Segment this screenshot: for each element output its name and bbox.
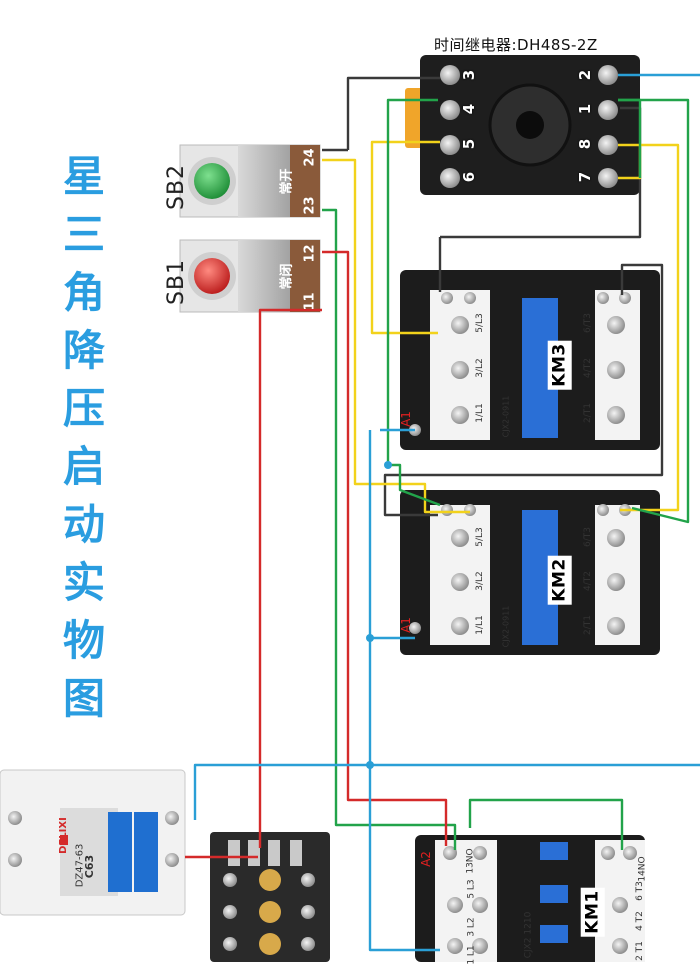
green-wire xyxy=(618,98,642,178)
title-char: 星 xyxy=(62,152,105,201)
km3-mark-t1: 2/T1 xyxy=(582,403,593,423)
km3-coil-a1: A1 xyxy=(398,411,413,427)
km2-mark-l2: 3/L2 xyxy=(474,571,485,591)
title-char: 角 xyxy=(62,268,105,317)
contactor-km3 xyxy=(400,270,660,450)
km1-coil-a2: A2 xyxy=(418,851,433,867)
green-wire xyxy=(468,798,624,850)
km3-mark-t2: 4/T2 xyxy=(582,358,593,378)
relay-terminal-4: 4 xyxy=(460,103,479,115)
km3-mark-l2: 3/L2 xyxy=(474,358,485,378)
relay-terminal-7: 7 xyxy=(576,171,595,183)
km1-mark-l3: 5 L3 xyxy=(466,879,477,899)
relay-title: 时间继电器:DH48S-2Z xyxy=(434,36,598,54)
button-sb2 xyxy=(179,144,321,218)
km1-mark-t1: 2 T1 xyxy=(634,941,645,961)
km2-label: KM2 xyxy=(547,555,572,605)
sb2-terminal-23: 23 xyxy=(302,196,318,215)
green-wire xyxy=(618,98,690,524)
km1-model: CJX2 1210 xyxy=(523,911,534,959)
km2-coil-a1: A1 xyxy=(398,617,413,633)
km2-mark-t1: 2/T1 xyxy=(582,615,593,635)
title-char: 实 xyxy=(62,558,105,607)
sb2-label: SB2 xyxy=(164,163,189,210)
km1-label: KM1 xyxy=(580,887,605,937)
km2-mark-t2: 4/T2 xyxy=(582,571,593,591)
km3-label: KM3 xyxy=(547,340,572,390)
km1-mark-l2: 3 L2 xyxy=(466,917,477,937)
sb2-type: 常开 xyxy=(279,168,295,195)
diagram-title: 星三角降压启动实物图 xyxy=(58,148,110,728)
title-char: 动 xyxy=(62,500,105,549)
breaker-brand: DELIXI xyxy=(57,817,69,854)
green-wire xyxy=(386,98,441,507)
km3-mark-l1: 1/L1 xyxy=(474,403,485,423)
time-relay xyxy=(405,55,640,195)
yellow-wire xyxy=(322,158,470,514)
relay-terminal-1: 1 xyxy=(576,103,595,115)
wire-junction xyxy=(366,634,374,642)
wire-junction xyxy=(384,461,392,469)
sb2-terminal-24: 24 xyxy=(302,148,318,167)
sb1-terminal-12: 12 xyxy=(302,244,318,263)
km1-mark-14no: 14NO xyxy=(637,856,648,882)
blue-wire xyxy=(193,763,700,820)
relay-terminal-3: 3 xyxy=(460,69,479,81)
km3-mark-l3: 5/L3 xyxy=(474,313,485,333)
contactor-km2 xyxy=(400,490,660,655)
km3-model: CJX2-0911 xyxy=(501,395,511,438)
wire-junction xyxy=(366,761,374,769)
km2-model: CJX2-0911 xyxy=(501,605,511,648)
circuit-breaker xyxy=(0,769,186,916)
sb1-type: 常闭 xyxy=(279,263,295,290)
title-char: 图 xyxy=(62,674,105,723)
title-char: 降 xyxy=(62,326,105,375)
wires xyxy=(185,73,700,952)
button-sb1 xyxy=(179,239,321,313)
relay-terminal-6: 6 xyxy=(460,171,479,183)
km2-mark-l1: 1/L1 xyxy=(474,615,485,635)
sb1-terminal-11: 11 xyxy=(302,292,318,311)
km1-mark-13no: 13NO xyxy=(465,848,476,874)
title-char: 物 xyxy=(62,616,105,665)
title-char: 三 xyxy=(62,210,105,259)
red-wire xyxy=(322,250,448,846)
black-wire xyxy=(346,76,440,150)
red-wire xyxy=(258,308,322,848)
terminal-block xyxy=(210,832,330,962)
breaker-rating: C63 xyxy=(83,854,97,879)
blue-wire xyxy=(368,430,440,952)
sb1-label: SB1 xyxy=(164,258,189,305)
km2-mark-t3: 6/T3 xyxy=(582,527,593,547)
km1-mark-t2: 4 T2 xyxy=(634,911,645,931)
relay-terminal-8: 8 xyxy=(576,138,595,150)
yellow-wire xyxy=(618,143,680,512)
km1-mark-t3: 6 T3 xyxy=(634,881,645,901)
title-char: 启 xyxy=(62,442,105,491)
km2-mark-l3: 5/L3 xyxy=(474,527,485,547)
km3-mark-t3: 6/T3 xyxy=(582,313,593,333)
green-wire xyxy=(322,208,457,850)
black-wire xyxy=(383,263,664,517)
yellow-wire xyxy=(370,140,440,335)
relay-terminal-5: 5 xyxy=(460,138,479,150)
title-char: 压 xyxy=(62,384,105,433)
relay-terminal-2: 2 xyxy=(576,69,595,81)
